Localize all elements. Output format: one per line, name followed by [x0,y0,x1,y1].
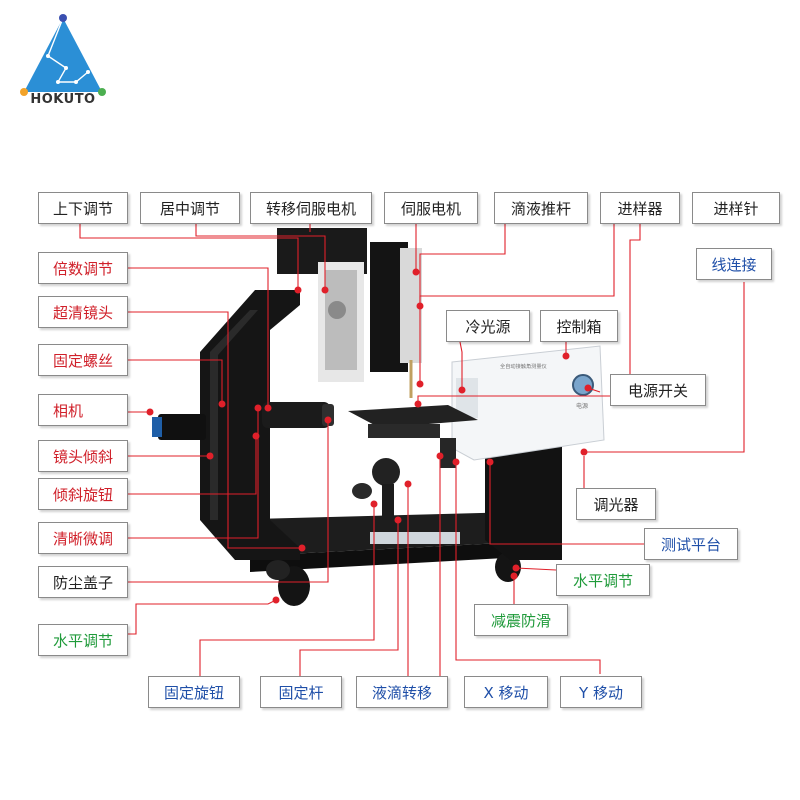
label-shui-ping-tiaojie-right: 水平调节 [556,564,650,596]
leader-dots [146,268,592,604]
label-y-yidong: Y 移动 [560,676,642,708]
label-jin-yang-zhen: 进样针 [692,192,780,224]
label-dian-yuan-kaiguan: 电源开关 [610,374,706,406]
zoom-lens [262,402,330,428]
camera-body [158,414,206,440]
power-knob-icon [572,374,594,396]
label-shang-xia-tiaojie: 上下调节 [38,192,128,224]
power-text: 电源 [576,402,588,410]
drop-transfer-knob [372,458,400,486]
label-qing-xi-weitiao: 清晰微调 [38,522,128,554]
label-jing-tou-qingxie: 镜头倾斜 [38,440,128,472]
label-tiao-guang-qi: 调光器 [576,488,656,520]
label-xiang-ji: 相机 [38,394,128,426]
label-bei-shu-tiaojie: 倍数调节 [38,252,128,284]
label-jin-yang-qi: 进样器 [600,192,680,224]
label-ye-di-zhuanyi: 液滴转移 [356,676,448,708]
label-gu-ding-luosi: 固定螺丝 [38,344,128,376]
brand-name: HOKUTO [30,92,96,107]
label-qingxie-xuanniu: 倾斜旋钮 [38,478,128,510]
label-xian-lianjie: 线连接 [696,248,772,280]
label-gu-ding-xuanniu: 固定旋钮 [148,676,240,708]
label-zhuan-yi-sifu-dianji: 转移伺服电机 [250,192,372,224]
guide-rod [370,532,460,544]
label-x-yidong: X 移动 [464,676,548,708]
label-shui-ping-tiaojie-left: 水平调节 [38,624,128,656]
control-box [451,345,605,461]
label-kong-zhi-xiang: 控制箱 [540,310,618,342]
label-jian-zhen-fanghua: 减震防滑 [474,604,568,636]
label-chao-qing-jingtou: 超清镜头 [38,296,128,328]
label-fang-chen-gaizi: 防尘盖子 [38,566,128,598]
c-frame-left [200,290,300,560]
label-di-ye-tuigan: 滴液推杆 [494,192,588,224]
label-sifu-dianji: 伺服电机 [384,192,478,224]
label-ce-shi-pingtai: 测试平台 [644,528,738,560]
control-box-caption: 全自动接触角测量仪 [500,362,547,370]
label-ju-zhong-tiaojie: 居中调节 [140,192,240,224]
leader-lines [79,224,745,690]
fixing-knob [352,483,372,499]
label-leng-guang-yuan: 冷光源 [446,310,530,342]
label-gu-ding-gan: 固定杆 [260,676,342,708]
hokuto-logo-icon [20,14,106,96]
sample-stage [348,405,478,428]
